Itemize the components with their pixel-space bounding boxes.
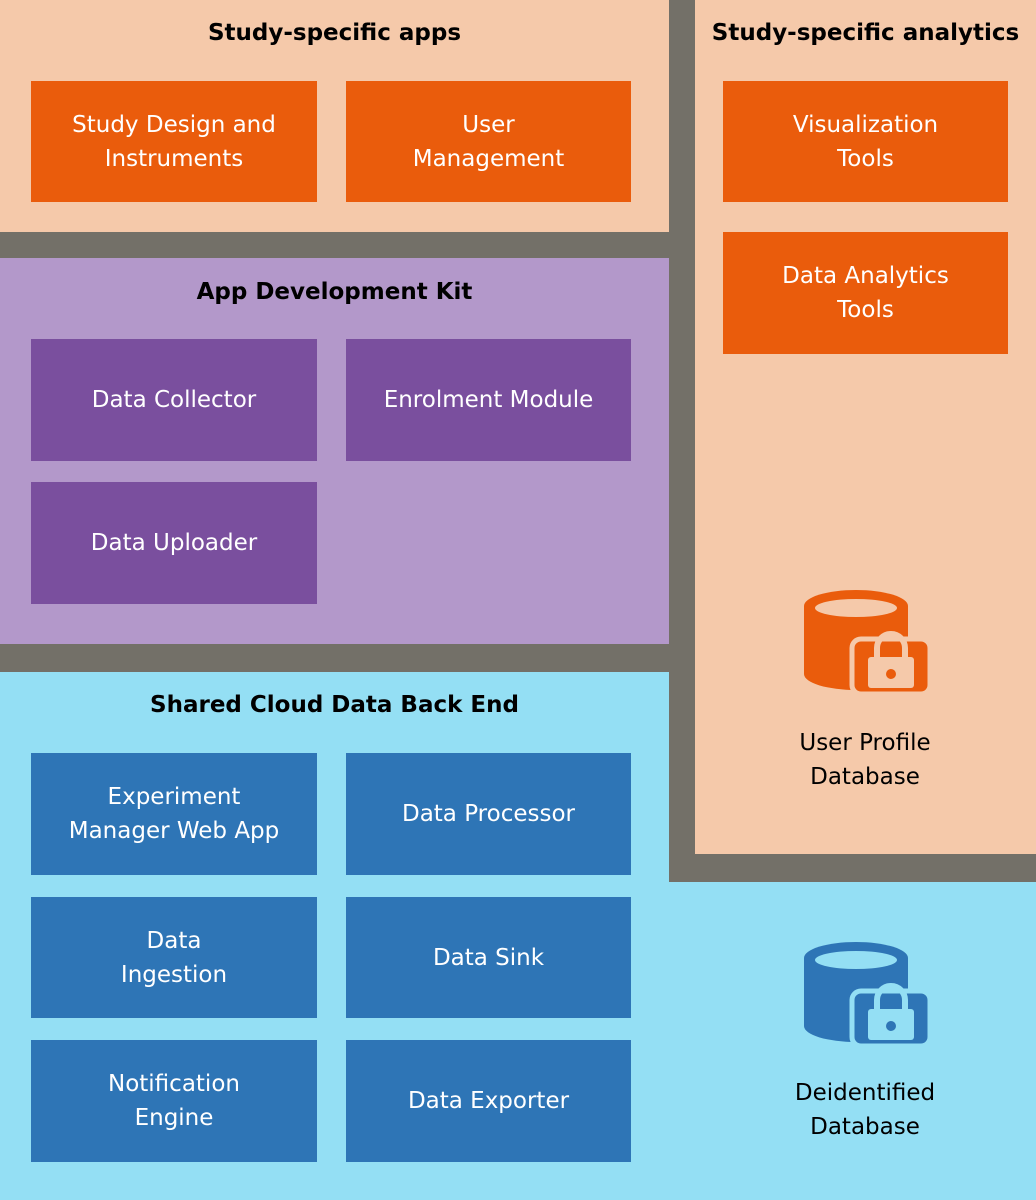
data-exporter-box: Data Exporter xyxy=(346,1040,631,1162)
study-apps-panel: Study-specific apps Study Design and Ins… xyxy=(0,0,669,232)
study-analytics-title: Study-specific analytics xyxy=(711,20,1020,46)
data-processor-box: Data Processor xyxy=(346,753,631,875)
deidentified-database-label: Deidentified Database xyxy=(794,1080,936,1140)
data-uploader-box: Data Uploader xyxy=(31,482,317,604)
adk-panel: App Development Kit Data Collector Enrol… xyxy=(0,258,669,644)
notification-engine-box: Notification Engine xyxy=(31,1040,317,1162)
experiment-manager-box: Experiment Manager Web App xyxy=(31,753,317,875)
data-ingestion-box: Data Ingestion xyxy=(31,897,317,1018)
data-sink-box: Data Sink xyxy=(346,897,631,1018)
adk-title: App Development Kit xyxy=(196,279,473,305)
backend-title: Shared Cloud Data Back End xyxy=(150,692,519,718)
user-profile-database-icon xyxy=(804,590,930,694)
user-management-box: User Management xyxy=(346,81,631,202)
data-collector-box: Data Collector xyxy=(31,339,317,461)
deidentified-database-icon xyxy=(804,942,930,1046)
study-apps-title: Study-specific apps xyxy=(207,20,462,46)
user-profile-database-label: User Profile Database xyxy=(799,730,931,790)
visualization-tools-box: Visualization Tools xyxy=(723,81,1008,202)
study-analytics-panel: Study-specific analytics Visualization T… xyxy=(695,0,1036,854)
enrolment-module-box: Enrolment Module xyxy=(346,339,631,461)
data-analytics-tools-box: Data Analytics Tools xyxy=(723,232,1008,354)
study-design-box: Study Design and Instruments xyxy=(31,81,317,202)
